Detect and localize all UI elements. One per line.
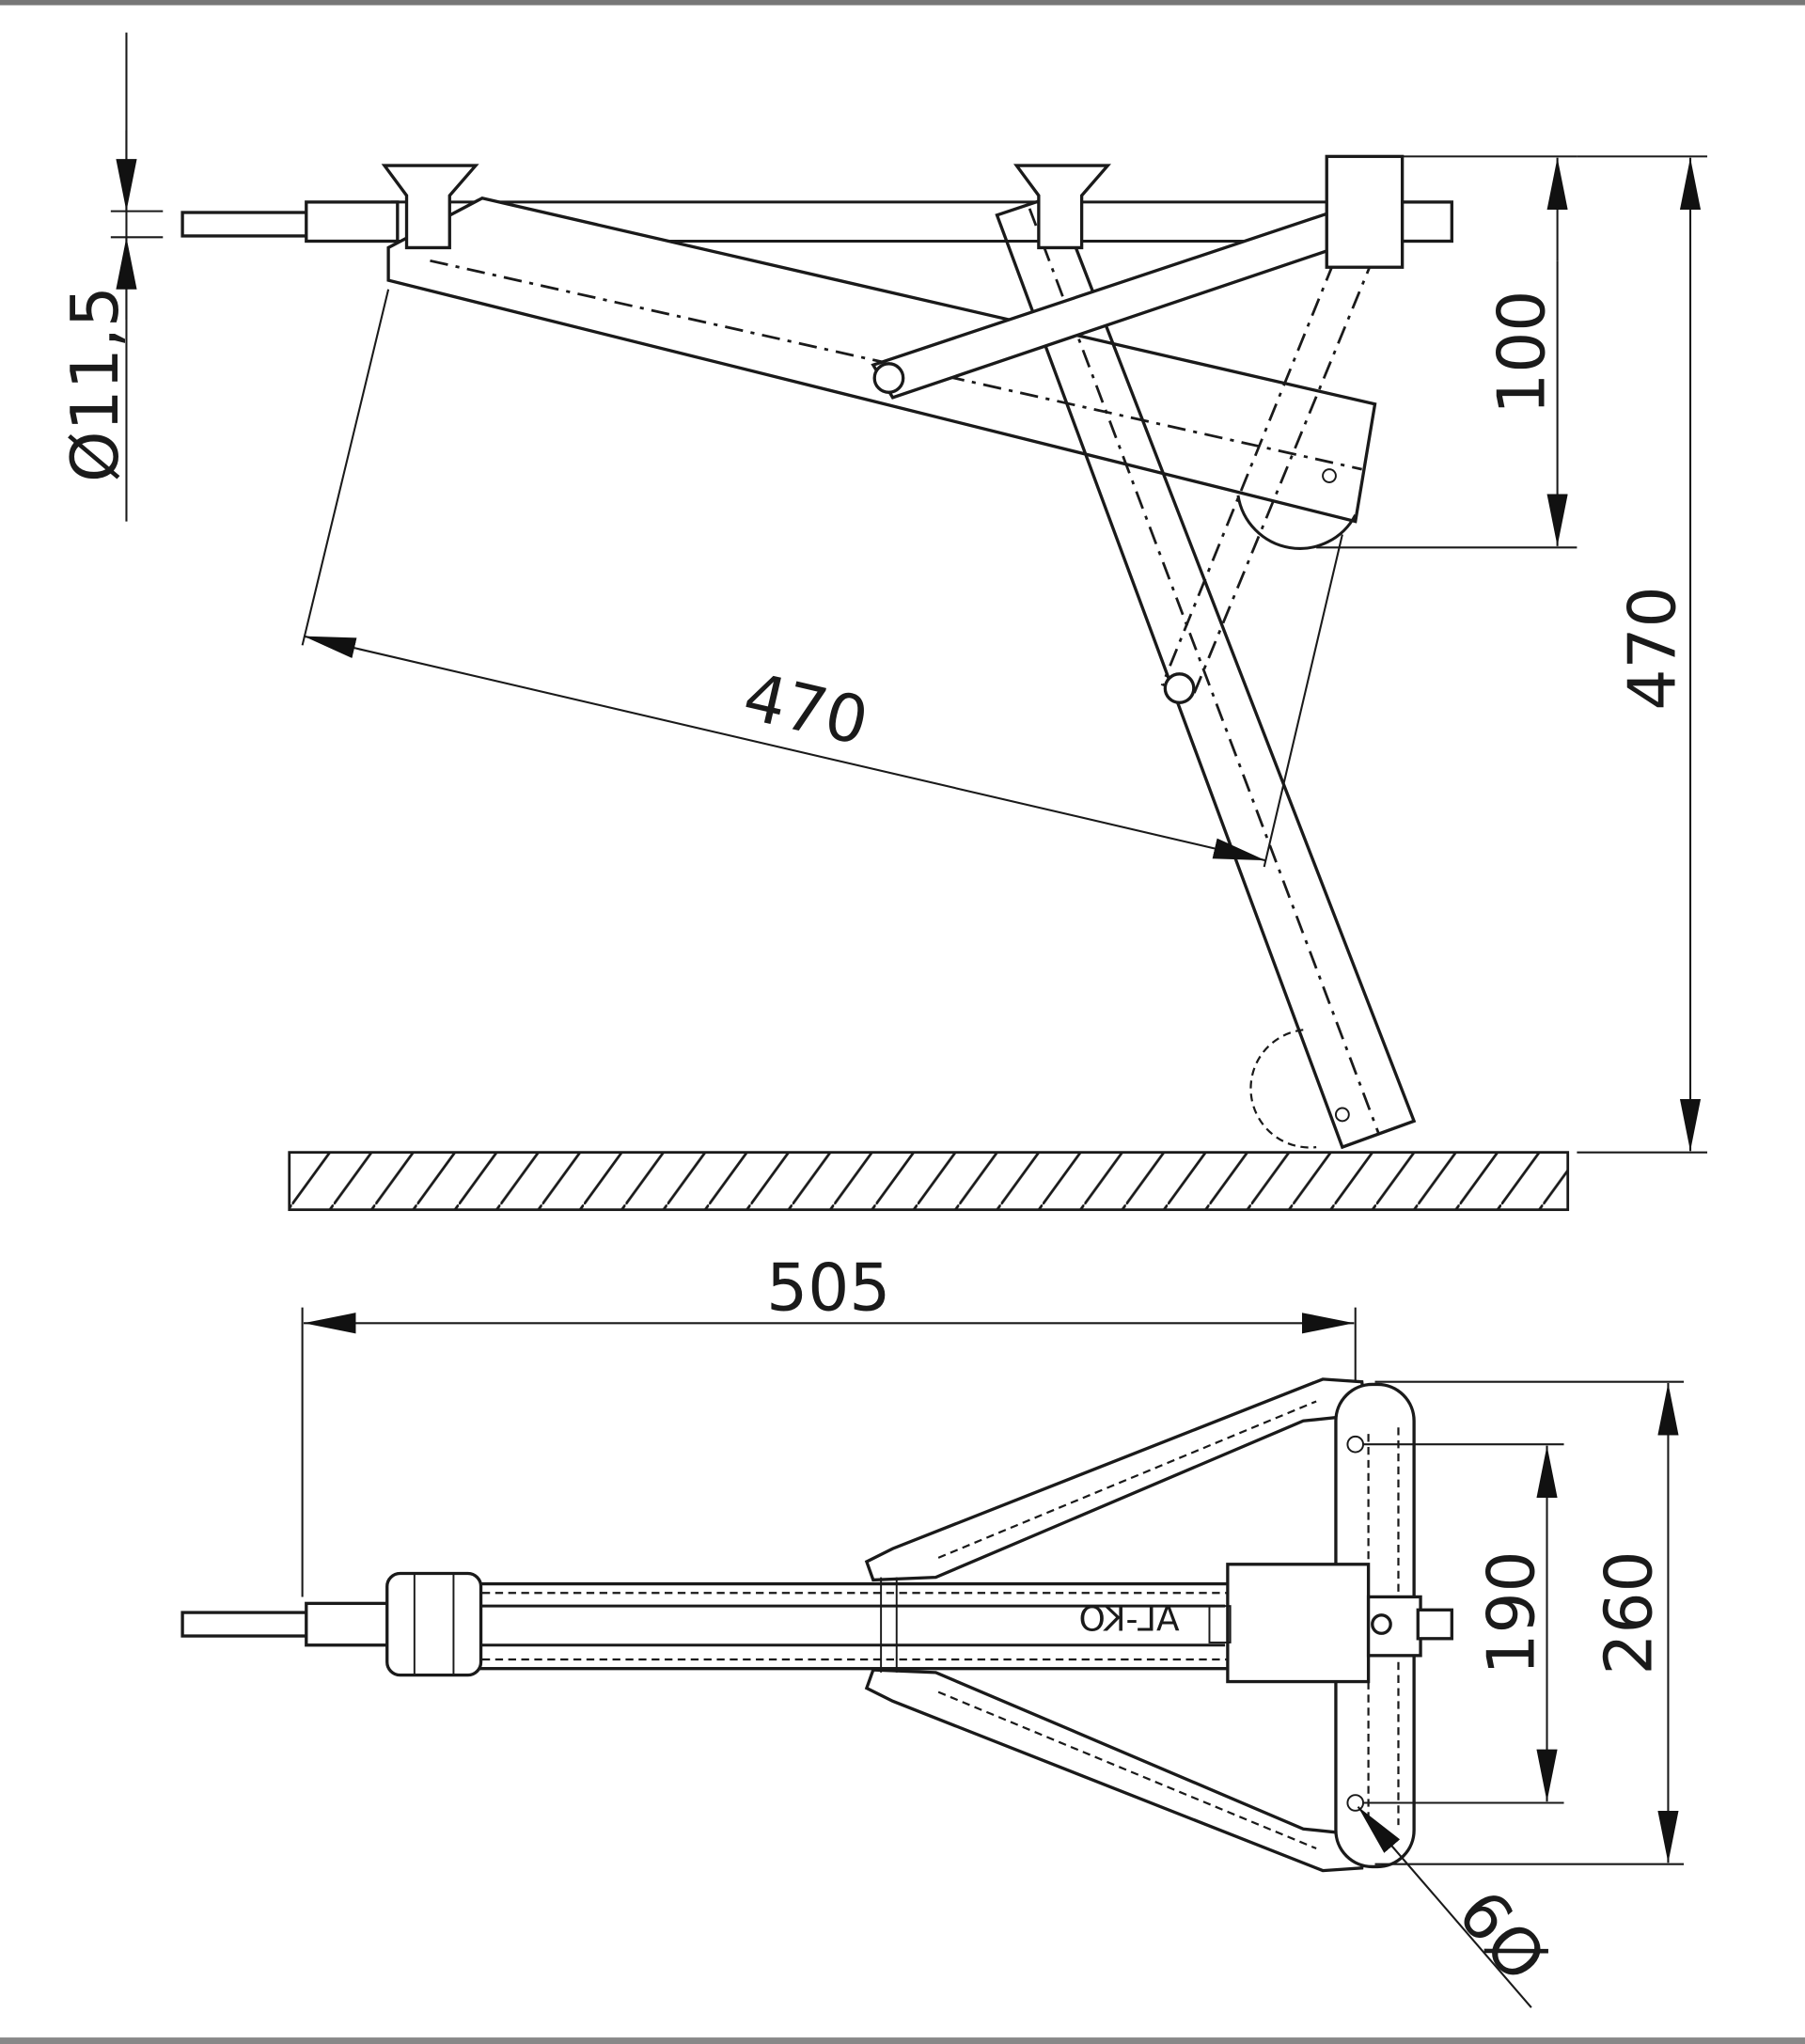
brace-upper xyxy=(864,1377,1368,1582)
retracted-height-label: 100 xyxy=(1485,291,1561,415)
leg-length-label: 470 xyxy=(737,659,875,761)
dimension-hole-spacing: 190 xyxy=(1363,1443,1564,1804)
dimension-rod-diameter: Ø11,5 xyxy=(58,32,164,522)
hole-spacing-label: 190 xyxy=(1475,1550,1550,1675)
base-width-label: 260 xyxy=(1592,1550,1667,1675)
dimension-extended-height: 470 xyxy=(1577,155,1708,1154)
dimension-retracted-height: 100 xyxy=(1316,155,1577,549)
top-view: 505 AL-KO 1 xyxy=(180,1250,1685,2008)
brace-lower xyxy=(864,1668,1368,1873)
mounting-bracket xyxy=(1325,154,1405,269)
hole xyxy=(1322,468,1337,483)
mounting-clamp xyxy=(381,164,479,250)
foot-pad-folded xyxy=(1236,495,1358,550)
pivot-pin xyxy=(1163,672,1196,704)
spindle-rod xyxy=(180,211,311,238)
foot-pad-dashed xyxy=(1249,1029,1317,1149)
pivot-pin xyxy=(872,362,905,394)
dimension-total-length: 505 xyxy=(301,1250,1357,1597)
spindle-rod xyxy=(180,1611,311,1638)
support-arm-dashed xyxy=(1160,239,1377,700)
pin xyxy=(1371,1613,1392,1635)
hole xyxy=(1334,1107,1350,1123)
mounting-clamp xyxy=(1013,164,1111,250)
rod-diameter-label: Ø11,5 xyxy=(58,286,133,482)
hole-diameter-label: Ø9 xyxy=(1446,1874,1563,1993)
ground xyxy=(288,1151,1570,1212)
extended-height-label: 470 xyxy=(1615,586,1690,710)
bracket-housing xyxy=(1226,1563,1371,1684)
brand-logo-text: AL-KO xyxy=(1078,1600,1179,1639)
main-tube xyxy=(389,1581,1371,1671)
total-length-label: 505 xyxy=(766,1250,890,1326)
leg-folded-position xyxy=(386,196,1377,524)
dimension-base-width: 260 xyxy=(1374,1380,1685,1865)
side-view: Ø11,5 100 470 470 xyxy=(58,32,1708,1212)
coupling xyxy=(385,1571,483,1677)
spindle-tube xyxy=(305,200,400,244)
top-border xyxy=(0,0,1805,6)
bottom-border xyxy=(0,2037,1805,2044)
spindle-tube xyxy=(305,1601,393,1647)
